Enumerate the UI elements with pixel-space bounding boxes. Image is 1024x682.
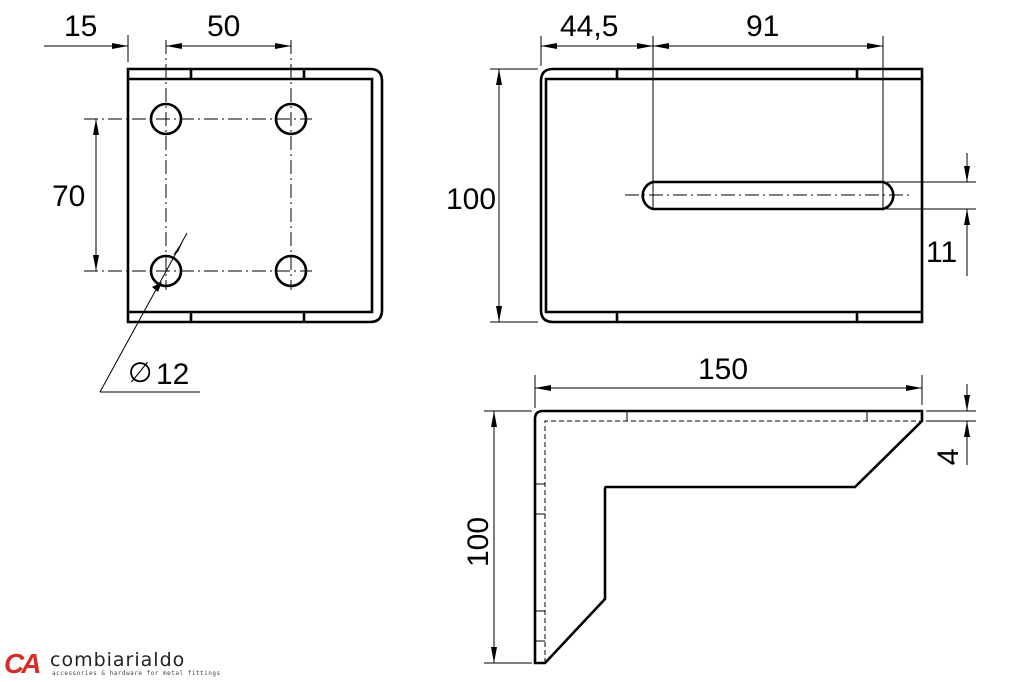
dim-hole-spacing-v: 70 [52,180,85,213]
side-view-inner-flange [544,77,922,314]
dim-profile-height: 100 [462,517,495,567]
leader-arrow [173,241,183,255]
dim-edge-to-slot: 44,5 [560,10,618,43]
leader-line [99,232,188,393]
leader-arrow [152,282,162,292]
logo-tagline: accessories & hardware for metal fitting… [52,670,221,677]
dim-slot-length: 91 [746,10,779,43]
front-view-outline [126,67,384,324]
dim-hole-diameter: 12 [156,358,189,391]
logo-name: combiarialdo [50,649,186,671]
dim-slot-width: 11 [926,236,957,269]
dim-hole-spacing-h: 50 [207,10,240,43]
front-view-inner-flange [128,77,374,314]
hidden-line [544,420,922,663]
diameter-symbol: ∅ [128,357,152,388]
logo-mark: CA [4,648,41,679]
dim-length: 150 [698,353,748,386]
company-logo: CA combiarialdo accessories & hardware f… [4,648,234,680]
dim-edge-to-hole: 15 [64,10,97,43]
profile-outline [533,409,924,665]
front-view: 15 50 70 ∅ 12 [44,10,384,393]
profile-view: 150 100 4 [462,353,976,665]
decimal-dot [951,461,955,465]
side-view: 44,5 91 100 11 [446,10,976,324]
side-view-outline [539,67,924,324]
dim-height: 100 [446,183,496,216]
dim-thickness: 4 [932,448,965,465]
